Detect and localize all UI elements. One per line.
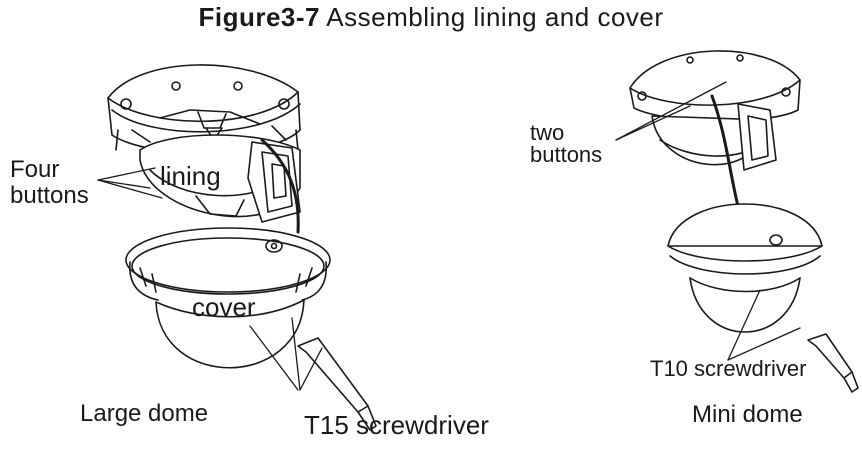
mini-dome-buttons-label: two buttons	[530, 122, 602, 166]
figure-title: Figure3-7 Assembling lining and cover	[0, 2, 862, 33]
t10-screwdriver-label: T10 screwdriver	[650, 356, 807, 381]
large-dome-buttons-line1: Four	[10, 156, 60, 183]
mini-dome-buttons-line2: buttons	[530, 142, 603, 167]
large-dome-buttons-label: Four buttons	[10, 157, 89, 209]
large-dome-lining	[139, 134, 301, 234]
mini-dome-title: Mini dome	[692, 401, 803, 428]
mini-dome-leader-lines	[615, 81, 801, 361]
mini-dome-base	[629, 50, 801, 122]
large-dome-leader-lines	[97, 167, 323, 391]
t15-screwdriver-label: T15 screwdriver	[304, 410, 489, 440]
cover-label: cover	[192, 292, 256, 322]
large-dome-title: Large dome	[80, 400, 209, 427]
mini-dome-buttons-line1: two	[530, 120, 565, 145]
lining-label: lining	[160, 161, 221, 191]
mini-dome-cover	[667, 203, 823, 333]
mini-dome-lining	[651, 94, 777, 224]
large-dome-cover	[125, 227, 331, 369]
large-dome-screwdriver	[297, 337, 377, 431]
figure-caption: Assembling lining and cover	[326, 2, 664, 32]
figure-number: Figure3-7	[198, 2, 320, 32]
mini-dome-screwdriver	[807, 333, 859, 393]
large-dome-buttons-line2: buttons	[10, 182, 89, 209]
